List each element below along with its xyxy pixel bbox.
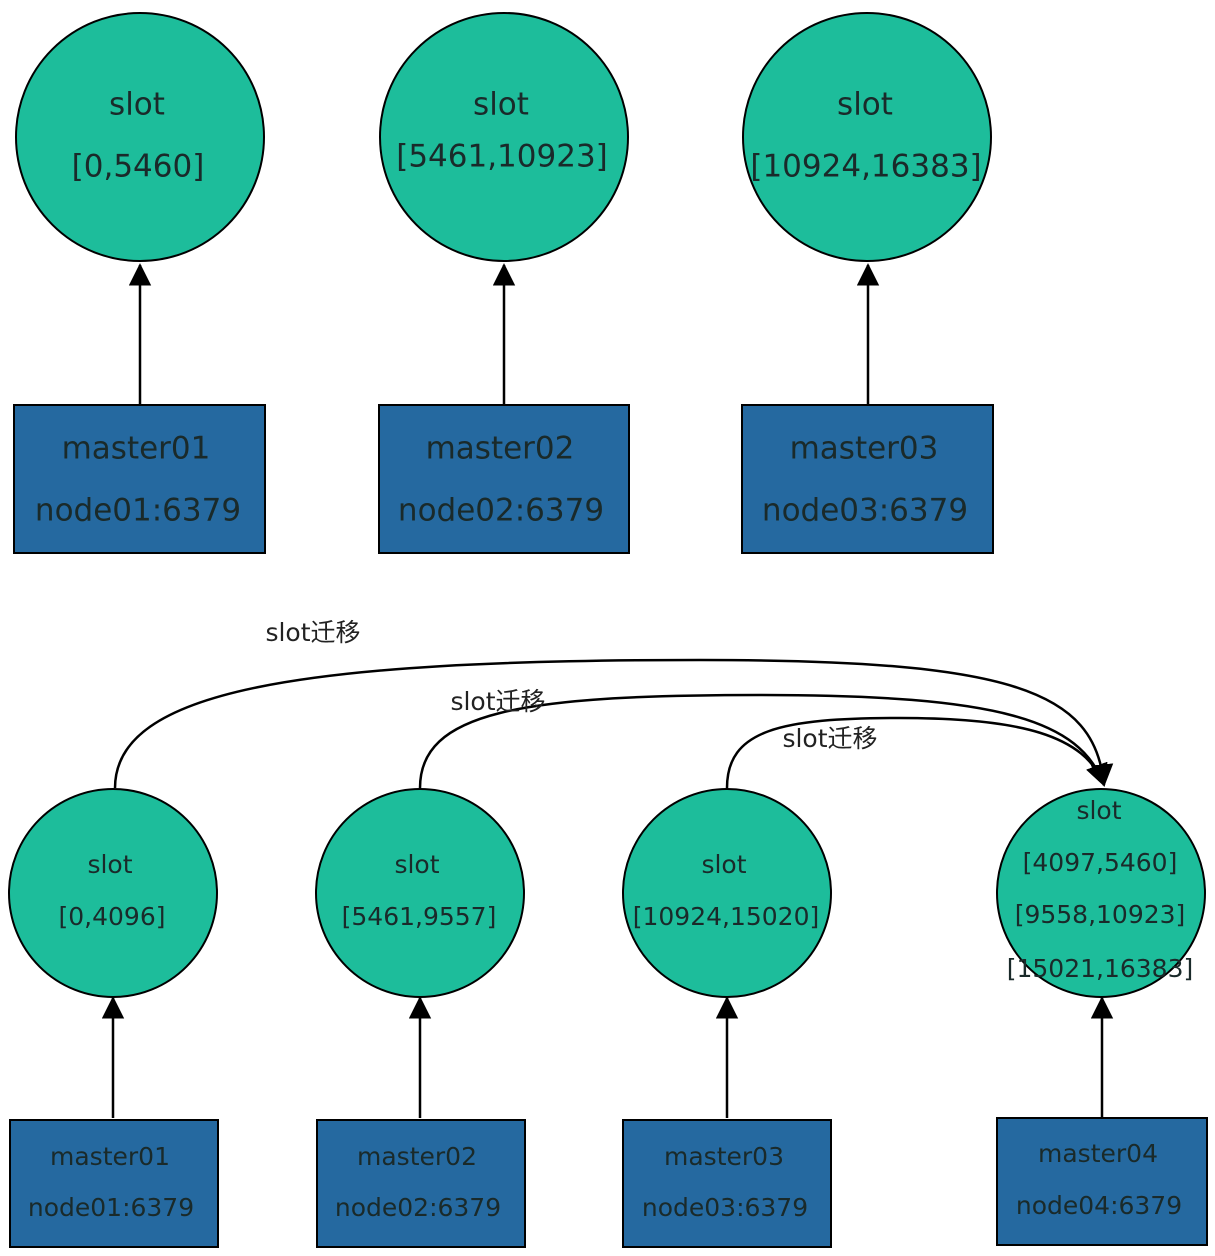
slot-title: slot [473, 87, 529, 123]
slot-node-after-2: slot [5461,9557] [315, 788, 525, 998]
slot-range: [4097,5460] [1023, 848, 1178, 877]
master-name: master03 [790, 431, 939, 467]
master-box-before-2: master02 node02:6379 [378, 404, 630, 554]
master-node: node01:6379 [28, 1193, 194, 1222]
master-box-after-4: master04 node04:6379 [996, 1117, 1208, 1246]
migration-arc-master01 [113, 658, 1114, 789]
master-box-after-1: master01 node01:6379 [9, 1119, 219, 1248]
master-box-before-3: master03 node03:6379 [741, 404, 994, 554]
master-name: master02 [357, 1142, 477, 1171]
master-box-after-3: master03 node03:6379 [622, 1119, 832, 1248]
master-node: node03:6379 [642, 1193, 808, 1222]
slot-node-after-3: slot [10924,15020] [622, 788, 832, 998]
slot-range: [0,5460] [72, 149, 205, 185]
master-node: node04:6379 [1016, 1191, 1182, 1220]
slot-node-after-1: slot [0,4096] [8, 788, 218, 998]
migration-label-3: slot迁移 [782, 724, 877, 753]
slot-range: [10924,16383] [750, 149, 981, 185]
slot-title: slot [837, 87, 893, 123]
master-name: master01 [50, 1142, 170, 1171]
master-name: master01 [62, 431, 211, 467]
migration-arc-master03 [725, 716, 1108, 789]
slot-node-before-1: slot [0,5460] [15, 12, 265, 262]
slot-node-before-2: slot [5461,10923] [379, 12, 629, 262]
slot-title: slot [109, 87, 165, 123]
slot-range: [10924,15020] [633, 902, 820, 931]
slot-range: [5461,9557] [342, 902, 497, 931]
master-name: master02 [426, 431, 575, 467]
slot-node-before-3: slot [10924,16383] [742, 12, 992, 262]
master-name: master04 [1038, 1139, 1158, 1168]
slot-node-after-4: slot [4097,5460] [9558,10923] [15021,163… [996, 788, 1206, 998]
master-box-before-1: master01 node01:6379 [13, 404, 266, 554]
migration-label-1: slot迁移 [265, 618, 360, 647]
master-node: node02:6379 [335, 1193, 501, 1222]
master-node: node01:6379 [35, 493, 241, 529]
slot-title: slot [1076, 796, 1121, 825]
migration-arc-master02 [418, 693, 1108, 789]
master-node: node02:6379 [398, 493, 604, 529]
master-box-after-2: master02 node02:6379 [316, 1119, 526, 1248]
slot-range: [5461,10923] [396, 139, 608, 175]
migration-label-2: slot迁移 [450, 687, 545, 716]
slot-title: slot [87, 850, 132, 879]
slot-title: slot [394, 850, 439, 879]
slot-range: [15021,16383] [1007, 954, 1194, 983]
slot-title: slot [701, 850, 746, 879]
master-node: node03:6379 [762, 493, 968, 529]
slot-range: [9558,10923] [1015, 900, 1186, 929]
slot-range: [0,4096] [59, 902, 166, 931]
master-name: master03 [664, 1142, 784, 1171]
